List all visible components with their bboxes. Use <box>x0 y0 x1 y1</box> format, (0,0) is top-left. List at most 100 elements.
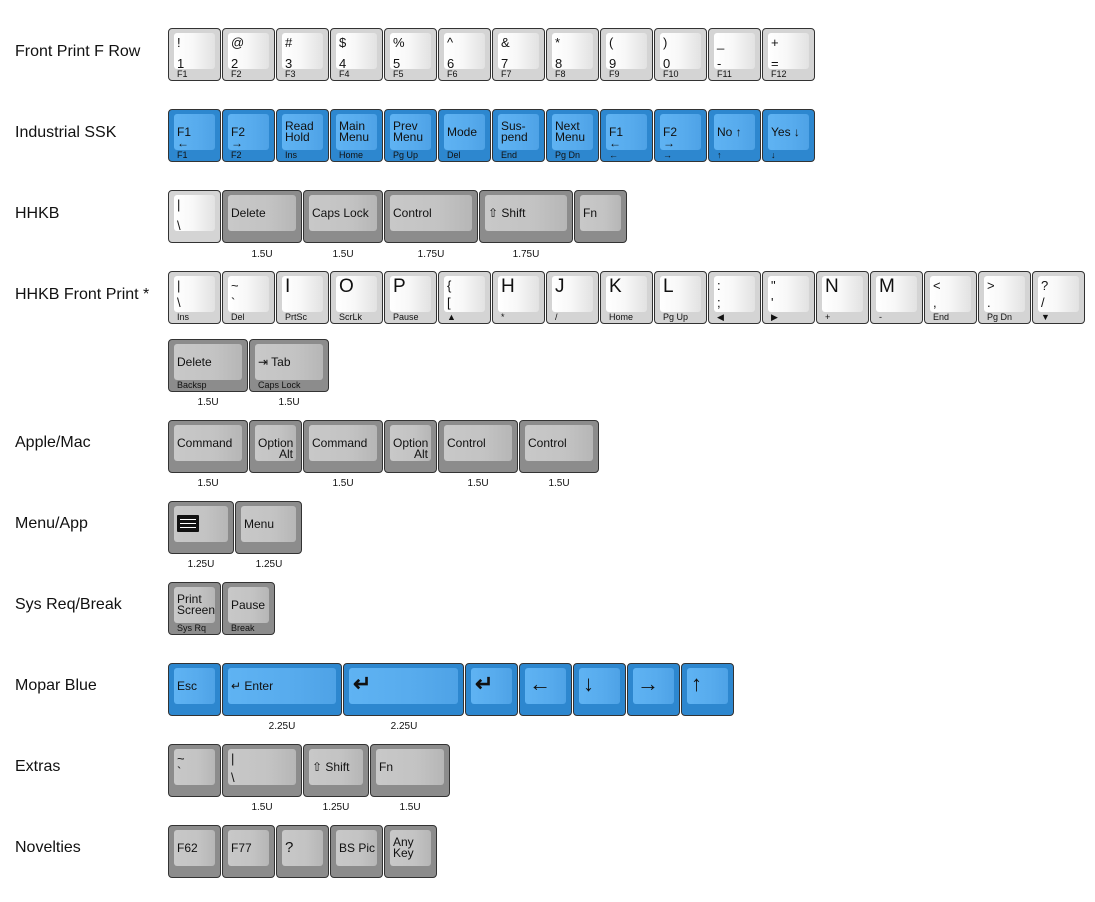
keycap-esc[interactable]: Esc <box>168 663 221 716</box>
keycap-question[interactable]: ? <box>276 825 329 878</box>
keycap-legend: I <box>285 276 291 297</box>
keycap-control-left[interactable]: Control <box>438 420 518 473</box>
keycap-base-legend: 0 <box>663 56 671 71</box>
keycap-menu[interactable]: Menu <box>235 501 302 554</box>
keycap-fp-colon[interactable]: :;◀ <box>708 271 761 324</box>
keycap-ssk-f1-left[interactable]: F1←F1 <box>168 109 221 162</box>
keycap-bottom-legend: ← <box>609 136 621 150</box>
arrow-left-icon: ← <box>529 671 551 696</box>
keycap-f62[interactable]: F62 <box>168 825 221 878</box>
keycap-bottom-legend: Menu <box>339 130 370 144</box>
keycap-legend: ⇧ Shift <box>488 206 526 220</box>
keycap-front-legend: F11 <box>717 69 732 79</box>
keycap-control[interactable]: Control <box>384 190 478 243</box>
keycap-fp-tilde[interactable]: ~`Del <box>222 271 275 324</box>
keycap-fp-n[interactable]: N+ <box>816 271 869 324</box>
keycap-command[interactable]: Command <box>168 420 248 473</box>
key-width-label: 1.75U <box>417 249 445 260</box>
keycap-arrow-left[interactable]: ← <box>519 663 572 716</box>
row-label-hhkb-front-print: HHKB Front Print * <box>15 286 150 303</box>
keycap-ssk-f2-right[interactable]: F2→F2 <box>222 109 275 162</box>
keycap-top-legend: F2 <box>231 125 246 139</box>
keycap-shift-legend: _ <box>717 35 725 50</box>
keycap-legend: Control <box>528 436 567 450</box>
keycap-caps-lock[interactable]: Caps Lock <box>303 190 383 243</box>
keycap-legend: Control <box>393 206 432 220</box>
keycap-ssk-f1-arrow[interactable]: F1←← <box>600 109 653 162</box>
keycap-bottom-legend: Menu <box>393 130 424 144</box>
keycap-return-small[interactable]: ↵ <box>465 663 518 716</box>
keycap-control-right[interactable]: Control <box>519 420 599 473</box>
keycap-fp-j[interactable]: J/ <box>546 271 599 324</box>
keycap-shift[interactable]: ⇧ Shift <box>479 190 573 243</box>
row-label-extras: Extras <box>15 758 61 775</box>
keycap-fp-h[interactable]: H* <box>492 271 545 324</box>
keycap-ssk-yes[interactable]: Yes ↓↓ <box>762 109 815 162</box>
keycap-delete[interactable]: Delete <box>222 190 302 243</box>
keycap-fp-comma[interactable]: <,End <box>924 271 977 324</box>
keycap-arrow-down[interactable]: ↓ <box>573 663 626 716</box>
keycap-fp-m[interactable]: M- <box>870 271 923 324</box>
keycap-minus[interactable]: _-F11 <box>708 28 761 81</box>
keycap-pipe[interactable]: |\ <box>168 190 221 243</box>
return-arrow-icon: ↵ <box>353 671 372 696</box>
keycap-fp-period[interactable]: >.Pg Dn <box>978 271 1031 324</box>
keycap-arrow-up[interactable]: ↑ <box>681 663 734 716</box>
keycap-bs-pic[interactable]: BS Pic <box>330 825 383 878</box>
keycap-legend: BS Pic <box>339 841 376 855</box>
keycap-front-legend: F8 <box>555 69 566 79</box>
keycap-enter[interactable]: ↵ Enter <box>222 663 342 716</box>
keycap-extras-fn[interactable]: Fn <box>370 744 450 797</box>
keycap-top-legend: < <box>933 278 941 293</box>
keycap-arrow-right[interactable]: → <box>627 663 680 716</box>
keycap-bottom-legend: Screen <box>177 603 216 617</box>
keycap-fp-bracket[interactable]: {[▲ <box>438 271 491 324</box>
keycap-fp-quote[interactable]: "'▶ <box>762 271 815 324</box>
keycap-extras-pipe[interactable]: |\ <box>222 744 302 797</box>
keycap-equals[interactable]: +=F12 <box>762 28 815 81</box>
keycap-ssk-no[interactable]: No ↑↑ <box>708 109 761 162</box>
keycap-front-legend: F2 <box>231 150 242 160</box>
keycap-fp-pipe[interactable]: |\Ins <box>168 271 221 324</box>
keycap-menu-icon[interactable] <box>168 501 234 554</box>
keycap-top-legend: Sus- <box>501 119 526 133</box>
keycap-extras-shift[interactable]: ⇧ Shift <box>303 744 369 797</box>
keycap-legend: P <box>393 276 406 297</box>
row-label-sys-req-break: Sys Req/Break <box>15 596 122 613</box>
keycap-fn[interactable]: Fn <box>574 190 627 243</box>
keycap-ssk-f2-arrow[interactable]: F2→→ <box>654 109 707 162</box>
keycap-f77[interactable]: F77 <box>222 825 275 878</box>
keycap-fp-slash[interactable]: ?/▼ <box>1032 271 1085 324</box>
keycap-command-right[interactable]: Command <box>303 420 383 473</box>
keycap-extras-tilde[interactable]: ~` <box>168 744 221 797</box>
keycap-return-arrow[interactable]: ↵ <box>343 663 464 716</box>
